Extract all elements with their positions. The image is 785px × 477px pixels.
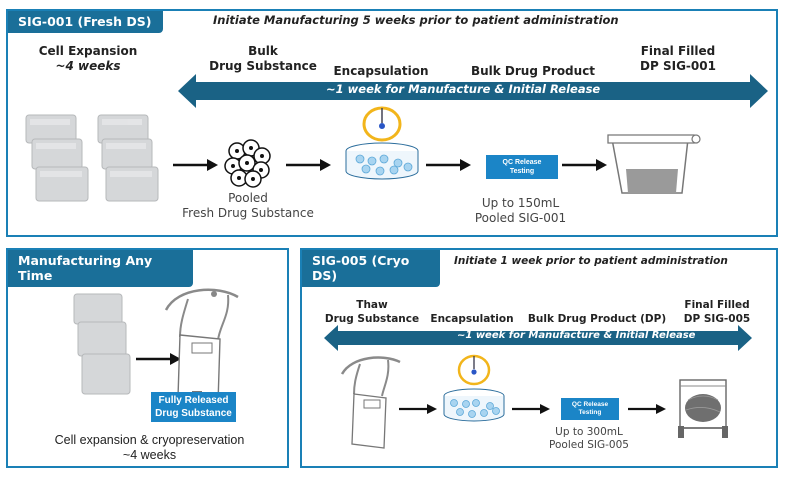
step-cell-expansion: Cell Expansion ~4 weeks <box>18 44 158 74</box>
cell-culture-flasks-icon <box>73 293 131 395</box>
step-encapsulation: Encapsulation <box>430 313 514 325</box>
volume-label-sig-005: Up to 300mL Pooled SIG-005 <box>534 426 644 452</box>
arrow-icon <box>136 353 181 365</box>
step-bulk-dp: Bulk Drug Product (DP) <box>527 313 667 325</box>
qc-release-testing-box: QC Release Testing <box>561 398 619 420</box>
step-duration: ~4 weeks <box>55 59 121 73</box>
panel-tab-sig-005: SIG-005 (Cryo DS) <box>302 250 440 287</box>
arrow-icon <box>426 159 471 171</box>
arrow-icon <box>286 159 331 171</box>
cell-culture-flasks-icon <box>25 114 159 202</box>
timeline-arrow-shape <box>178 74 768 108</box>
step-label: Final Filled <box>640 44 716 58</box>
timeline-arrow <box>324 325 752 351</box>
release-label: Fully Released <box>158 395 229 406</box>
panel-sig-001-fresh: SIG-001 (Fresh DS) Initiate Manufacturin… <box>6 9 778 237</box>
arrow-icon <box>512 404 550 414</box>
release-label: Drug Substance <box>155 408 232 419</box>
timeline-arrow <box>178 74 768 108</box>
caption-line: Pooled <box>228 191 268 205</box>
step-final-filled: Final Filled DP SIG-001 <box>618 44 738 74</box>
arrow-icon <box>399 404 437 414</box>
step-thaw-ds: Thaw Drug Substance <box>322 298 422 326</box>
arrow-icon <box>562 159 607 171</box>
panel-subtitle-sig-005: Initiate 1 week prior to patient adminis… <box>454 255 728 267</box>
qc-label: QC Release <box>571 401 609 408</box>
fully-released-ds-box: Fully Released Drug Substance <box>151 392 236 422</box>
caption-line: Pooled SIG-005 <box>549 439 629 451</box>
caption-line: Fresh Drug Substance <box>182 206 314 220</box>
arrow-icon <box>173 159 218 171</box>
caption-line: Up to 150mL <box>481 196 560 210</box>
step-label: Thaw <box>356 299 388 311</box>
step-label: DP SIG-005 <box>683 313 751 325</box>
step-label: Drug Substance <box>324 313 420 325</box>
step-bulk-dp: Bulk Drug Product <box>470 64 596 78</box>
cryo-bag-icon <box>340 356 401 449</box>
anytime-caption: Cell expansion & cryopreservation ~4 wee… <box>8 433 291 463</box>
caption-line: Up to 300mL <box>555 426 623 438</box>
pooled-fresh-ds-label: Pooled Fresh Drug Substance <box>178 191 318 221</box>
step-final-filled: Final Filled DP SIG-005 <box>677 298 757 326</box>
fill-container-icon <box>607 134 701 194</box>
caption-line: ~4 weeks <box>122 448 177 462</box>
panel-subtitle-sig-001: Initiate Manufacturing 5 weeks prior to … <box>213 13 619 27</box>
panel-tab-anytime: Manufacturing Any Time <box>8 250 193 287</box>
step-label: Final Filled <box>684 299 750 311</box>
qc-label: Testing <box>509 168 535 175</box>
panel-manufacturing-any-time: Manufacturing Any Time Fully Released Dr… <box>6 248 289 468</box>
step-encapsulation: Encapsulation <box>333 64 429 78</box>
encapsulation-icon <box>345 106 419 180</box>
timeline-arrow-shape <box>324 325 752 351</box>
timeline-label: ~1 week for Manufacture & Initial Releas… <box>326 82 601 96</box>
step-label: Drug Substance <box>209 59 317 73</box>
qc-release-testing-box: QC Release Testing <box>486 155 558 179</box>
panel-tab-sig-001: SIG-001 (Fresh DS) <box>8 11 163 33</box>
step-bulk-ds: Bulk Drug Substance <box>203 44 323 74</box>
cryo-bag-icon <box>164 288 239 404</box>
panel-sig-005-cryo: SIG-005 (Cryo DS) Initiate 1 week prior … <box>300 248 778 468</box>
caption-line: Cell expansion & cryopreservation <box>54 433 245 447</box>
step-label: Bulk <box>248 44 278 58</box>
arrow-icon <box>628 404 666 414</box>
timeline-label: ~1 week for Manufacture & Initial Releas… <box>457 330 696 341</box>
step-label: DP SIG-001 <box>640 59 716 73</box>
qc-label: Testing <box>578 409 602 416</box>
qc-label: QC Release <box>502 159 542 166</box>
caption-line: Pooled SIG-001 <box>474 211 567 225</box>
volume-label-sig-001: Up to 150mL Pooled SIG-001 <box>458 196 583 226</box>
encapsulation-icon <box>443 354 505 422</box>
step-label: Cell Expansion <box>38 44 138 58</box>
pooled-cells-icon <box>224 139 271 188</box>
filled-bag-cassette-icon <box>678 379 728 438</box>
